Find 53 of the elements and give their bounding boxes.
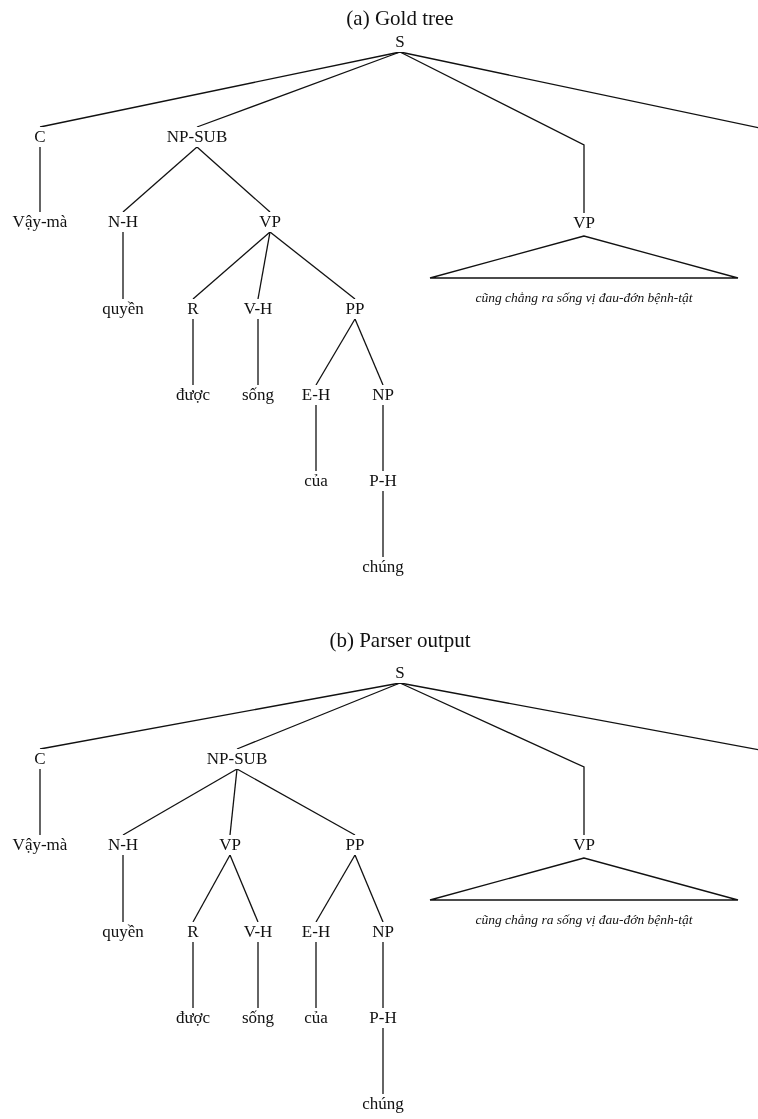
tree-branch-line <box>122 854 124 923</box>
tree-branch-line <box>192 318 194 386</box>
tree-branch-line <box>122 146 198 213</box>
tree-branch-line <box>399 682 585 836</box>
tree-branch-line <box>122 231 124 300</box>
tree-branch-line <box>354 318 384 386</box>
tree-node-label: PP <box>344 299 366 319</box>
tree-node-label: quyền <box>101 922 145 942</box>
tree-branch-line <box>196 146 271 213</box>
tree-node-label: Vậy-mà <box>11 835 69 855</box>
tree-branch-line <box>229 768 238 836</box>
tree-branch-line <box>192 854 231 923</box>
tree-branch-line <box>382 404 384 472</box>
tree-node-label: VP <box>258 212 282 232</box>
tree-branch-line <box>39 768 41 836</box>
tree-node-label: chúng <box>361 557 405 577</box>
tree-node-label: được <box>174 385 212 405</box>
tree-branch-line <box>236 682 401 750</box>
panel-title: (b) Parser output <box>329 628 471 652</box>
tree-branch-line <box>39 146 41 213</box>
tree-branch-line <box>354 854 384 923</box>
tree-branch-line <box>399 51 585 214</box>
tree-node-label: NP-SUB <box>205 749 269 769</box>
tree-branch-line <box>229 854 259 923</box>
tree-branch-line <box>192 941 194 1009</box>
tree-node-label: PP <box>344 835 366 855</box>
tree-branch-line <box>257 231 271 300</box>
tree-branch-line <box>315 854 356 923</box>
tree-branch-line <box>257 318 259 386</box>
tree-branch-line <box>122 768 238 836</box>
tree-node-label: quyền <box>101 299 145 319</box>
phrase-text: cũng chẳng ra sống vị đau-đớn bệnh-tật <box>474 289 694 307</box>
tree-branch-line <box>196 51 401 128</box>
phrase-text: cũng chẳng ra sống vị đau-đớn bệnh-tật <box>474 911 694 929</box>
tree-node-label: sống <box>240 1008 276 1028</box>
tree-node-label: sống <box>240 385 276 405</box>
tree-branch-line <box>399 682 758 751</box>
tree-branch-line <box>192 231 271 300</box>
tree-branch-line <box>315 318 356 386</box>
tree-branch-line <box>315 404 317 472</box>
tree-node-label: Vậy-mà <box>11 212 69 232</box>
tree-branch-line <box>382 941 384 1009</box>
tree-branch-line <box>236 768 356 836</box>
tree-branch-line <box>269 231 356 300</box>
tree-branch-line <box>315 941 317 1009</box>
tree-branch-line <box>399 51 758 129</box>
tree-branch-line <box>382 1027 384 1095</box>
panel-title: (a) Gold tree <box>346 6 454 30</box>
tree-branch-line <box>257 941 259 1009</box>
tree-node-label: chúng <box>361 1094 405 1114</box>
tree-branch-line <box>382 490 384 558</box>
tree-node-label: NP-SUB <box>165 127 229 147</box>
tree-node-label: được <box>174 1008 212 1028</box>
